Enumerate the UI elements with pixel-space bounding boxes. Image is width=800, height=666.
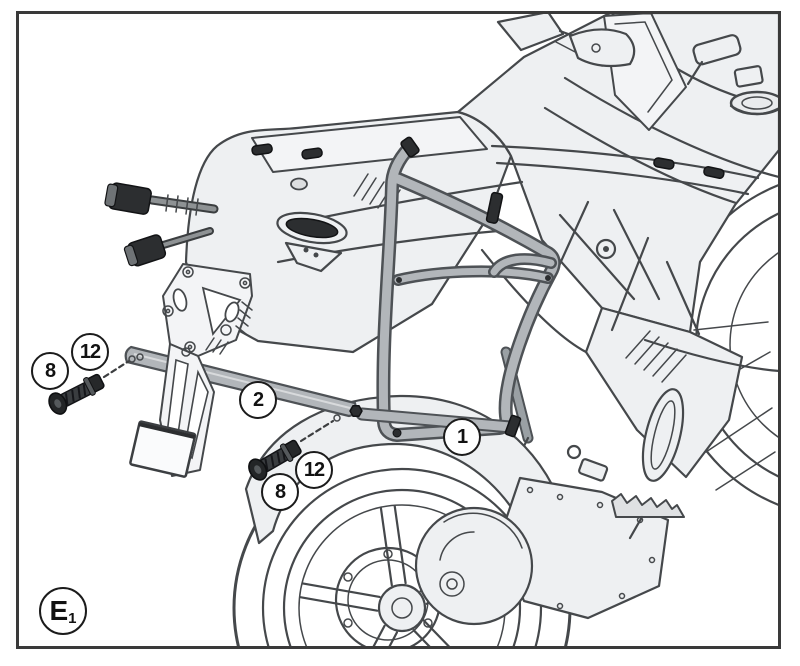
seat-edge-hatch bbox=[353, 173, 401, 213]
tail-rack-plate bbox=[251, 116, 760, 196]
dashed-guide-lower bbox=[299, 419, 335, 443]
socket-screw-upper bbox=[48, 382, 92, 415]
dashed-guide-upper bbox=[102, 359, 131, 379]
callout-left-bar: 2 bbox=[239, 381, 277, 419]
engine bbox=[414, 388, 685, 626]
callout-spacer-lower: 12 bbox=[295, 451, 333, 489]
engine-cover bbox=[414, 506, 534, 626]
figure-label-sub: 1 bbox=[68, 609, 77, 627]
diagram-border bbox=[16, 11, 781, 649]
callout-label: 12 bbox=[303, 459, 325, 481]
callout-screw-lower: 8 bbox=[261, 473, 299, 511]
tail-light-bracket bbox=[284, 241, 343, 273]
footpeg bbox=[611, 493, 685, 518]
frame-trellis bbox=[556, 200, 701, 383]
turn-signals bbox=[104, 182, 219, 267]
fuel-cap bbox=[729, 90, 778, 116]
license-plate bbox=[129, 420, 197, 478]
callout-label: 1 bbox=[456, 426, 468, 448]
figure-label-main: E bbox=[49, 595, 69, 626]
front-cockpit bbox=[496, 14, 778, 131]
spacer-lower bbox=[279, 439, 302, 462]
callout-label: 2 bbox=[252, 389, 264, 411]
callout-spacer-upper: 12 bbox=[71, 333, 109, 371]
socket-screw-lower bbox=[248, 446, 291, 481]
support-bar-lower bbox=[349, 405, 522, 438]
spacer-upper bbox=[83, 373, 105, 396]
callout-screw-upper: 8 bbox=[31, 352, 69, 390]
assembly-hardware bbox=[48, 355, 341, 481]
tail-light bbox=[276, 211, 348, 245]
callout-label: 8 bbox=[44, 360, 56, 382]
callout-lower-bar: 1 bbox=[443, 418, 481, 456]
exhaust-header bbox=[641, 388, 685, 482]
callout-label: 12 bbox=[79, 341, 101, 363]
figure-label-badge: E 1 bbox=[39, 587, 87, 635]
callout-label: 8 bbox=[274, 481, 286, 503]
license-plate-bracket bbox=[129, 263, 253, 478]
